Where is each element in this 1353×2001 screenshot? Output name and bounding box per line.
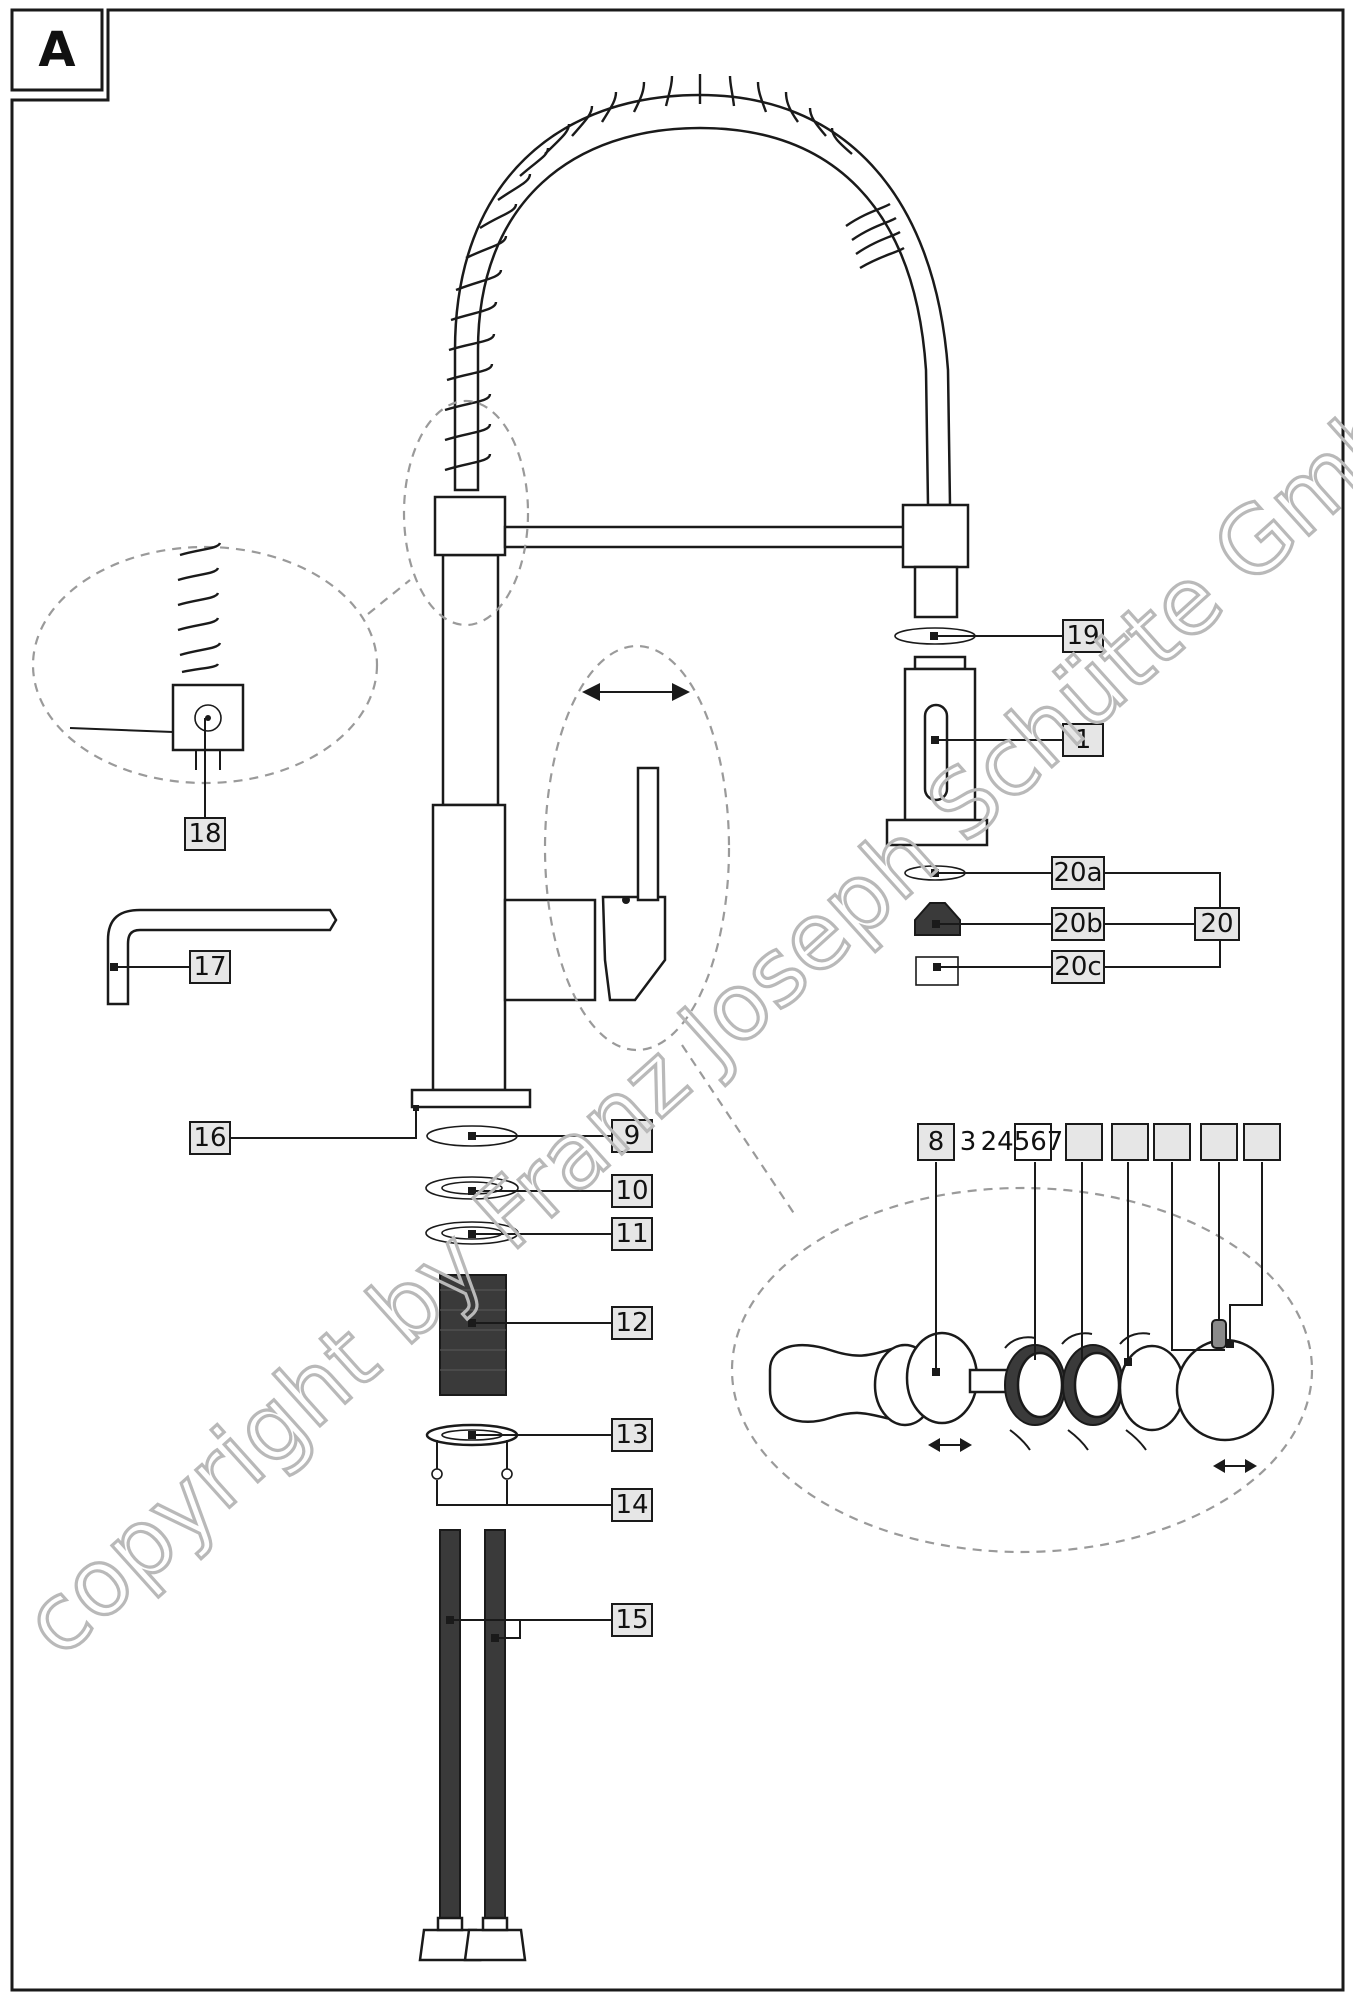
cap — [1175, 1338, 1275, 1442]
detail-circle-cartridge — [730, 1186, 1314, 1554]
callout-blank-boxes — [1014, 1123, 1281, 1161]
supply-hose-15a — [439, 1529, 461, 1931]
svg-text:13: 13 — [615, 1420, 648, 1450]
callout-11: 11 — [611, 1217, 653, 1251]
spray-holder-neck — [913, 565, 959, 619]
filter-20b — [914, 902, 961, 936]
faucet-assembly — [410, 74, 970, 1111]
svg-text:9: 9 — [624, 1121, 641, 1151]
svg-text:20c: 20c — [1054, 952, 1101, 982]
supply-hose-15b — [484, 1529, 506, 1931]
callout-18: 18 — [184, 817, 226, 851]
callout-19: 19 — [1062, 619, 1104, 653]
callout-20a: 20a — [1051, 856, 1105, 890]
set-screw-detail — [69, 542, 245, 770]
callout-14: 14 — [611, 1488, 653, 1522]
screw-14a — [431, 1468, 443, 1480]
cartridge-detail — [768, 1319, 1275, 1473]
callout-24567: 24567 — [981, 1127, 1064, 1157]
detail-circle-collar — [402, 399, 530, 627]
callout-12: 12 — [611, 1306, 653, 1340]
svg-text:11: 11 — [615, 1219, 648, 1249]
sleeve-threads — [440, 1289, 506, 1371]
svg-text:16: 16 — [193, 1123, 226, 1153]
grub-screw — [1211, 1319, 1227, 1349]
spray-face — [885, 818, 989, 847]
screw-14b — [501, 1468, 513, 1480]
spray-button — [923, 703, 949, 802]
callout-3: 3 — [960, 1127, 977, 1157]
spray-holder — [901, 503, 970, 569]
support-arm — [503, 525, 907, 549]
hex-key — [106, 908, 338, 1006]
callout-1: 1 — [1062, 723, 1104, 757]
outer-frame — [10, 8, 1345, 1992]
section-letter: A — [38, 22, 75, 78]
svg-text:18: 18 — [188, 819, 221, 849]
column-collar — [433, 495, 507, 557]
svg-text:8: 8 — [928, 1127, 945, 1157]
callout-16: 16 — [189, 1121, 231, 1155]
leader-lines — [110, 632, 1263, 1642]
faucet-column — [441, 553, 500, 807]
svg-text:20b: 20b — [1053, 909, 1103, 939]
hose-nut-15b — [463, 1928, 527, 1962]
detail-circle-lever — [543, 644, 731, 1052]
swivel-arrow — [582, 683, 690, 701]
svg-text:20: 20 — [1200, 909, 1233, 939]
cartridge-8 — [905, 1331, 979, 1425]
callout-17: 17 — [189, 950, 231, 984]
svg-text:20a: 20a — [1053, 858, 1102, 888]
callout-20b: 20b — [1051, 907, 1105, 941]
spray-thread — [913, 655, 967, 671]
base-plate — [410, 1088, 532, 1109]
callout-20c: 20c — [1051, 950, 1105, 984]
svg-text:19: 19 — [1066, 621, 1099, 651]
callout-13: 13 — [611, 1418, 653, 1452]
svg-text:17: 17 — [193, 952, 226, 982]
mixer-lever-head — [601, 895, 667, 1002]
svg-text:14: 14 — [615, 1490, 648, 1520]
mixer-lever — [636, 766, 660, 902]
spring-coils — [444, 74, 905, 472]
svg-text:10: 10 — [615, 1176, 648, 1206]
callout-10: 10 — [611, 1174, 653, 1208]
svg-text:12: 12 — [615, 1308, 648, 1338]
callout-20: 20 — [1194, 907, 1240, 941]
mounting-parts — [418, 1125, 527, 1962]
svg-text:15: 15 — [615, 1605, 648, 1635]
svg-text:1: 1 — [1075, 725, 1092, 755]
mixer-housing — [503, 898, 597, 1002]
faucet-body — [431, 803, 507, 1092]
spring-hose — [453, 93, 952, 507]
threaded-sleeve-12 — [439, 1274, 507, 1396]
callout-9: 9 — [611, 1119, 653, 1153]
callout-15: 15 — [611, 1603, 653, 1637]
callout-8: 8 — [917, 1123, 955, 1161]
